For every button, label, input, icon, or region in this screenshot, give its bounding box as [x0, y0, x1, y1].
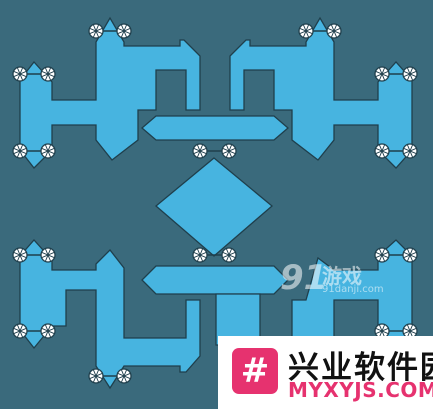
rotation-node-spoke [13, 251, 27, 259]
rotation-node-spoke [403, 327, 417, 335]
rotation-node[interactable] [40, 247, 56, 263]
banner-logo-glyph: # [240, 351, 270, 391]
rotation-node-spoke [375, 70, 389, 78]
rotation-node-spoke [13, 147, 27, 155]
rotation-node[interactable] [192, 143, 208, 159]
rotation-node-spoke [41, 70, 55, 78]
banner-url: MYXYJS.COM [288, 378, 433, 402]
rotation-node[interactable] [116, 23, 132, 39]
rotation-node-spoke [375, 147, 389, 155]
rotation-node[interactable] [12, 143, 28, 159]
rotation-node[interactable] [12, 323, 28, 339]
banner-logo-icon: # [232, 348, 278, 394]
rotation-node-spoke [327, 27, 341, 35]
rotation-node[interactable] [221, 143, 237, 159]
rotation-node-spoke [222, 251, 236, 259]
rotation-node-spoke [41, 327, 55, 335]
rotation-node-spoke [117, 27, 131, 35]
rotation-node[interactable] [116, 368, 132, 384]
pipe-center-bar-top [141, 115, 289, 141]
rotation-node-spoke [193, 251, 207, 259]
rotation-node[interactable] [374, 66, 390, 82]
rotation-node[interactable] [374, 143, 390, 159]
rotation-node[interactable] [402, 66, 418, 82]
site-banner: # 兴业软件园 MYXYJS.COM [218, 336, 433, 409]
rotation-node-spoke [41, 147, 55, 155]
pipe-segments [19, 16, 413, 390]
rotation-node-spoke [13, 70, 27, 78]
rotation-node[interactable] [326, 23, 342, 39]
rotation-node-spoke [13, 327, 27, 335]
pipe-center-diamond [154, 157, 274, 257]
rotation-node[interactable] [374, 323, 390, 339]
rotation-node[interactable] [40, 66, 56, 82]
rotation-node-spoke [222, 147, 236, 155]
rotation-node-spoke [89, 372, 103, 380]
rotation-node[interactable] [298, 23, 314, 39]
rotation-node[interactable] [40, 323, 56, 339]
rotation-node[interactable] [192, 247, 208, 263]
rotation-node[interactable] [12, 247, 28, 263]
rotation-node-spoke [403, 251, 417, 259]
rotation-node[interactable] [12, 66, 28, 82]
rotation-nodes [12, 23, 418, 384]
rotation-node-spoke [193, 147, 207, 155]
rotation-node-spoke [299, 27, 313, 35]
pipe-center-bar-bottom [141, 265, 289, 295]
pipe-bottom-right [291, 239, 413, 350]
rotation-node-spoke [403, 147, 417, 155]
rotation-node-spoke [375, 251, 389, 259]
rotation-node[interactable] [402, 143, 418, 159]
rotation-node-spoke [41, 251, 55, 259]
rotation-node[interactable] [402, 323, 418, 339]
rotation-node[interactable] [88, 368, 104, 384]
rotation-node-spoke [403, 70, 417, 78]
rotation-node[interactable] [88, 23, 104, 39]
rotation-node[interactable] [40, 143, 56, 159]
rotation-node[interactable] [402, 247, 418, 263]
rotation-node-spoke [89, 27, 103, 35]
banner-title: 兴业软件园 [288, 350, 433, 386]
rotation-node[interactable] [374, 247, 390, 263]
rotation-node-spoke [375, 327, 389, 335]
rotation-node[interactable] [221, 247, 237, 263]
rotation-node-spoke [117, 372, 131, 380]
